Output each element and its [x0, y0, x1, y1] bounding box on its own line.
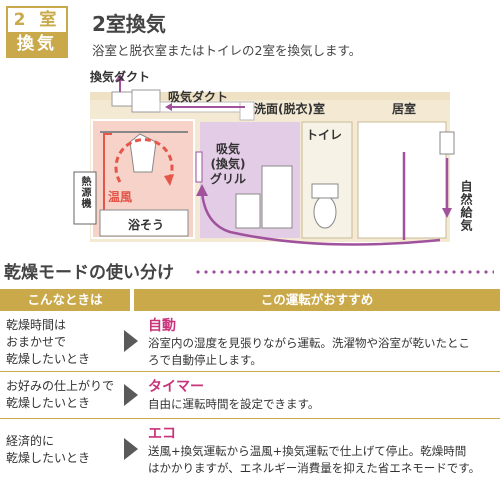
intake-duct-drop	[239, 101, 255, 121]
condition-eco: 経済的に 乾燥したいとき	[6, 433, 90, 467]
row-arrow-icon	[124, 384, 138, 406]
table-row-auto: 乾燥時間は おまかせで 乾燥したいとき 自動 浴室内の湿度を見張りながら運転。洗…	[0, 311, 500, 372]
living-room	[357, 121, 447, 239]
mode-table: こんなときは この運転がおすすめ 乾燥時間は おまかせで 乾燥したいとき 自動 …	[0, 289, 500, 479]
condition-timer-line: 乾燥したいとき	[6, 396, 91, 410]
condition-auto-line: おまかせで	[6, 335, 67, 349]
natural-intake-vent	[439, 131, 455, 155]
page-subtitle: 浴室と脱衣室またはトイレの2室を換気します。	[92, 43, 362, 58]
vanity	[261, 165, 293, 229]
condition-eco-line: 経済的に	[6, 434, 55, 448]
section-title: 乾燥モードの使い分け	[4, 263, 174, 283]
floor-flow-arrow-head	[196, 184, 208, 196]
label-warm-air: 温風	[108, 190, 133, 204]
description-line: はかかりますが、エネルギー消費量を抑えた省エネモードです。	[148, 461, 481, 475]
header-condition: こんなときは	[0, 289, 130, 311]
dotted-divider	[194, 270, 494, 274]
label-living-room: 居室	[392, 102, 417, 116]
washing-machine	[235, 193, 261, 229]
condition-eco-line: 乾燥したいとき	[6, 451, 91, 465]
grille-line-2: (換気)	[210, 157, 246, 171]
table-header: こんなときは この運転がおすすめ	[0, 289, 500, 311]
warm-air-duct	[103, 133, 112, 214]
warm-air-arrow-head	[164, 174, 174, 186]
natural-intake-arrow-head	[442, 208, 452, 218]
diagram-illustration	[73, 74, 455, 246]
description-line: 送風+換気運転から温風+換気運転で仕上げて停止。乾燥時間	[148, 444, 467, 458]
condition-auto-line: 乾燥したいとき	[6, 352, 91, 366]
condition-timer: お好みの仕上がりで 乾燥したいとき	[6, 378, 114, 412]
grille-line-1: 吸気	[216, 142, 241, 156]
row-arrow-icon	[124, 330, 138, 352]
ceiling-strip	[90, 92, 450, 100]
badge-bottom: 換気	[8, 32, 66, 56]
section-badge: 2 室 換気	[6, 6, 68, 58]
label-intake-duct: 吸気ダクト	[168, 90, 229, 104]
table-row-timer: お好みの仕上がりで 乾燥したいとき タイマー 自由に運転時間を設定できます。	[0, 372, 500, 419]
label-toilet: トイレ	[306, 128, 343, 142]
mode-eco: エコ	[148, 426, 176, 442]
label-natural-intake: 自然給気	[459, 180, 473, 232]
condition-auto: 乾燥時間は おまかせで 乾燥したいとき	[6, 317, 90, 368]
label-bathtub: 浴そう	[128, 218, 165, 232]
label-grille: 吸気 (換気) グリル	[210, 142, 246, 187]
header-recommendation: この運転がおすすめ	[134, 289, 500, 311]
description-line: ろで自動停止します。	[148, 353, 262, 367]
mode-auto: 自動	[148, 318, 176, 334]
floor-flow	[200, 191, 441, 246]
shirt-icon	[129, 133, 157, 173]
toilet-bowl	[313, 195, 337, 229]
toilet-tank	[311, 183, 339, 199]
intake-flow-arrow-head	[165, 103, 172, 111]
page-title: 2室換気	[92, 12, 166, 36]
description-eco: 送風+換気運転から温風+換気運転で仕上げて停止。乾燥時間 はかかりますが、エネル…	[148, 443, 496, 477]
table-row-eco: 経済的に 乾燥したいとき エコ 送風+換気運転から温風+換気運転で仕上げて停止。…	[0, 419, 500, 479]
label-heat-source: 熱源機	[79, 176, 90, 209]
heat-source-box	[73, 171, 97, 225]
row-arrow-icon	[124, 438, 138, 460]
description-line: 浴室内の湿度を見張りながら運転。洗濯物や浴室が乾いたとこ	[148, 336, 470, 350]
ventilation-unit	[131, 89, 161, 113]
mode-timer: タイマー	[148, 379, 204, 395]
warm-air-circle	[114, 138, 174, 183]
description-auto: 浴室内の湿度を見張りながら運転。洗濯物や浴室が乾いたとこ ろで自動停止します。	[148, 335, 496, 369]
description-line: 自由に運転時間を設定できます。	[148, 397, 320, 411]
intake-grille	[195, 151, 203, 183]
label-exhaust-duct: 換気ダクト	[90, 70, 151, 84]
grille-line-3: グリル	[210, 172, 247, 186]
badge-top: 2 室	[8, 8, 66, 32]
bathtub-shape	[99, 209, 189, 237]
label-washroom: 洗面(脱衣)室	[254, 102, 325, 116]
exhaust-arrow-head	[115, 74, 125, 81]
ventilation-diagram: 換気ダクト 吸気ダクト 洗面(脱衣)室 居室 トイレ 吸気 (換気) グリル 熱…	[0, 62, 500, 252]
condition-timer-line: お好みの仕上がりで	[6, 379, 115, 393]
description-timer: 自由に運転時間を設定できます。	[148, 396, 496, 413]
exhaust-duct-box	[111, 91, 133, 107]
condition-auto-line: 乾燥時間は	[6, 318, 67, 332]
